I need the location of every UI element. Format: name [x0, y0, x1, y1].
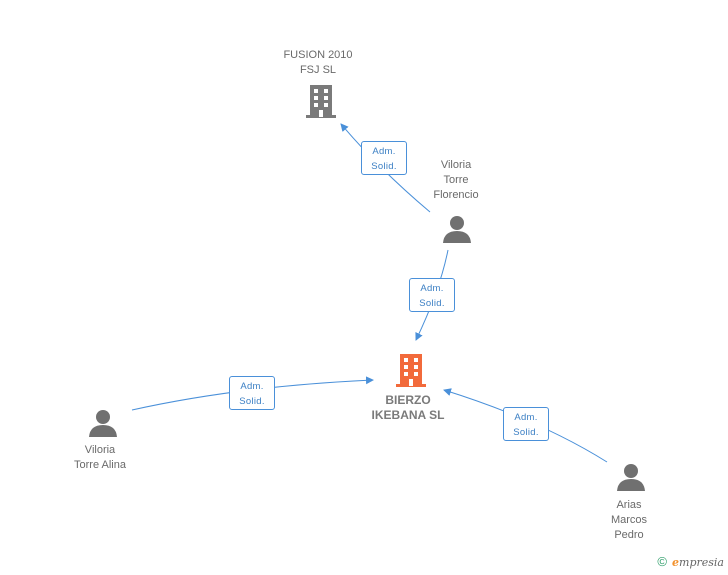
relation-badge-adm-solid[interactable]: Adm. Solid. [361, 141, 407, 175]
person-icon[interactable] [442, 214, 472, 244]
node-label-arias[interactable]: Arias Marcos Pedro [610, 499, 648, 541]
relation-badge-adm-solid[interactable]: Adm. Solid. [409, 278, 455, 312]
company-building-icon[interactable] [305, 83, 337, 119]
copyright-icon: © [657, 554, 667, 569]
relation-badge-adm-solid[interactable]: Adm. Solid. [229, 376, 275, 410]
node-label-fusion[interactable]: FUSION 2010 FSJ SL [283, 49, 353, 76]
node-label-bierzo[interactable]: BIERZO IKEBANA SL [371, 393, 445, 422]
empresia-watermark: © empresia [657, 554, 724, 569]
relation-badge-adm-solid[interactable]: Adm. Solid. [503, 407, 549, 441]
brand-logo: empresia [672, 556, 724, 569]
person-icon[interactable] [616, 462, 646, 492]
center-company-building-icon[interactable] [395, 352, 427, 388]
person-icon[interactable] [88, 408, 118, 438]
node-label-viloria-florencio[interactable]: Viloria Torre Florencio [433, 159, 479, 201]
node-label-viloria-alina[interactable]: Viloria Torre Alina [74, 444, 126, 471]
